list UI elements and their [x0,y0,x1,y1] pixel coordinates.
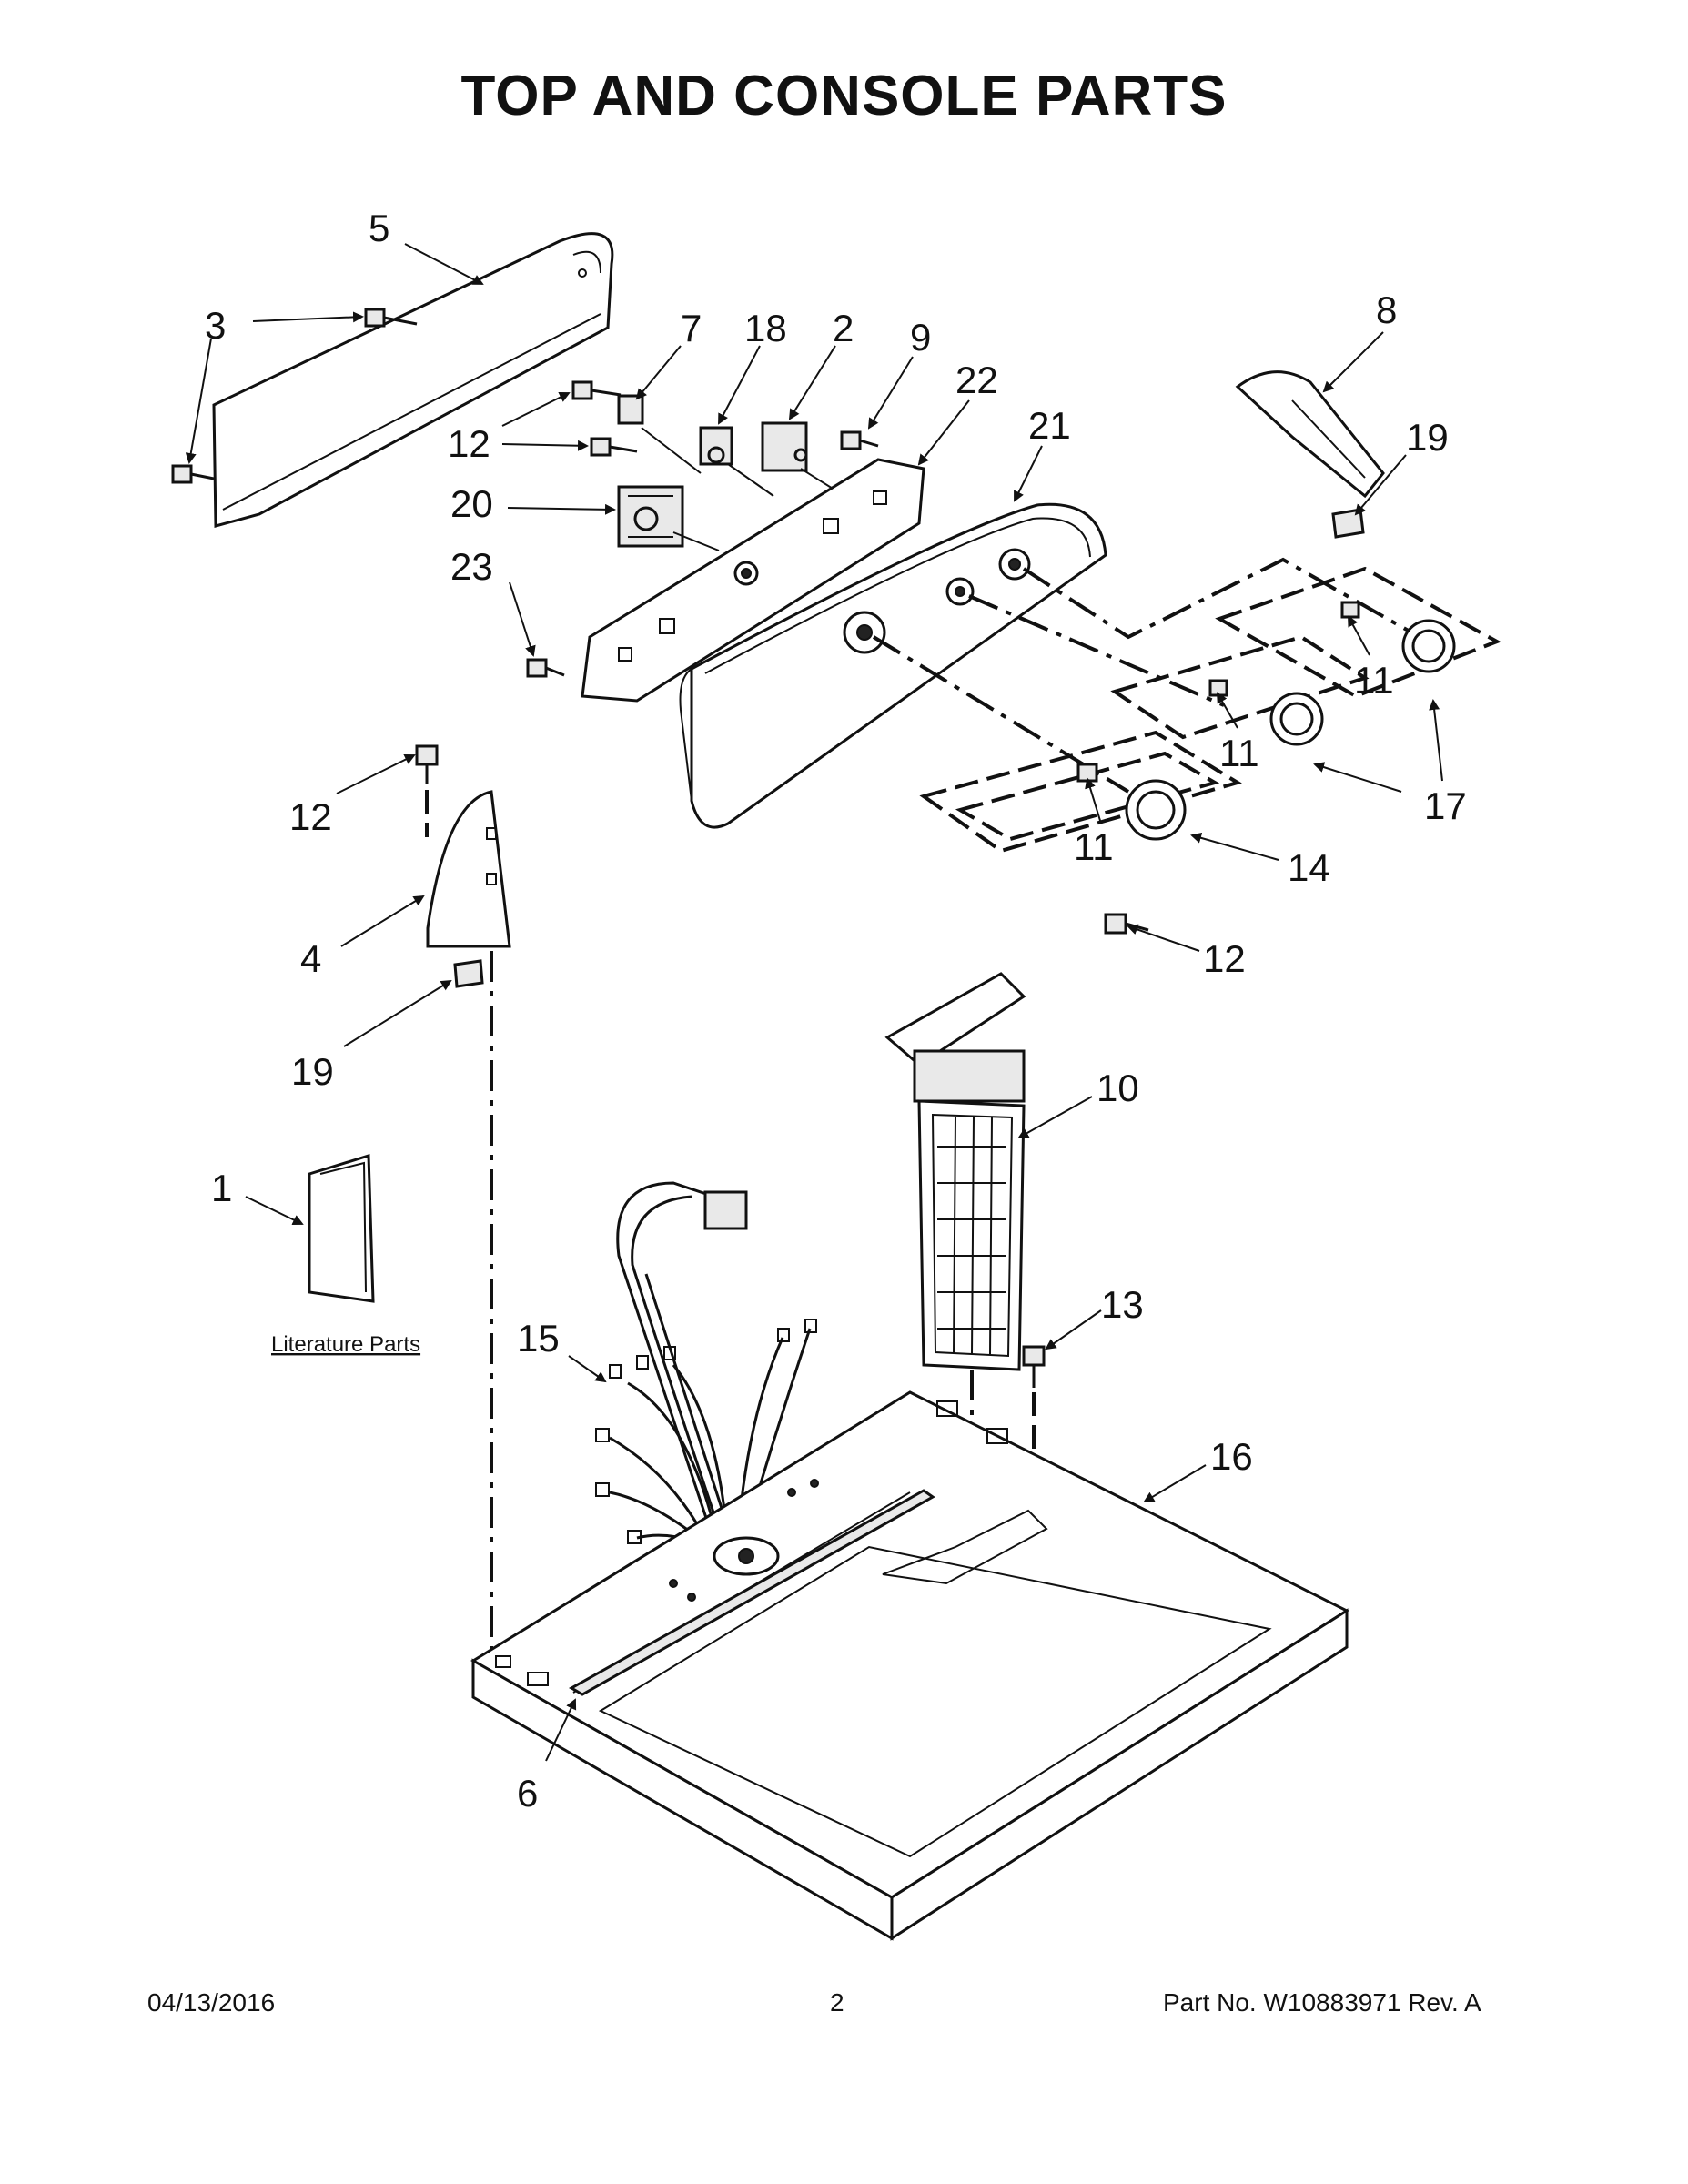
callout-12-lower-right: 12 [1203,937,1246,980]
footer-date: 04/13/2016 [147,1988,276,2017]
callout-12-left: 12 [289,795,332,838]
callout-7: 7 [681,307,702,349]
console-21 [679,502,1107,829]
screw-9 [840,430,879,450]
knob-group-17 [1110,634,1370,746]
callout-10: 10 [1097,1067,1139,1109]
callout-1: 1 [211,1167,232,1209]
callout-4: 4 [300,937,321,980]
callout-9: 9 [910,316,931,359]
screw-23 [526,658,565,678]
callout-6: 6 [517,1772,538,1815]
end-cap-8 [1235,370,1385,499]
callout-12-upper: 12 [448,422,490,465]
callout-15: 15 [517,1317,560,1360]
knob-group-top [1215,566,1501,699]
callout-19-right: 19 [1406,416,1449,459]
front-strip-6 [568,1489,935,1696]
callout-21: 21 [1028,404,1071,447]
callout-2: 2 [833,307,854,349]
screw-13 [1022,1345,1046,1388]
screw-3-upper [364,308,418,328]
end-cap-4 [426,790,511,948]
footer-part-number: Part No. W10883971 Rev. A [1163,1988,1481,2017]
clip-19-left [453,959,484,988]
callout-17: 17 [1424,784,1467,827]
screw-12-lower-right [1104,913,1149,935]
top-panel-16 [470,1390,1350,1941]
callout-16: 16 [1210,1435,1253,1478]
control-bracket-22 [581,458,925,703]
callout-13: 13 [1101,1283,1144,1326]
screw-12-upper-a [571,380,622,400]
literature-parts-label: Literature Parts [271,1332,420,1357]
page-title: TOP AND CONSOLE PARTS [460,65,1228,127]
switch-2 [761,421,808,472]
callout-11-right: 11 [1354,659,1394,702]
switch-7 [617,394,644,425]
callout-19-left: 19 [291,1050,334,1093]
callout-18: 18 [744,307,787,349]
callout-20: 20 [450,482,493,525]
footer-page-number: 2 [830,1988,844,2017]
leader-lines [185,243,1443,1762]
callout-23: 23 [450,545,493,588]
timer-20 [617,485,684,548]
screw-12-upper-b [590,437,638,457]
knob-group-14 [919,730,1242,854]
callout-labels: 5 3 12 20 23 7 18 2 9 22 21 8 19 11 11 1… [205,207,1467,1815]
clip-19-right [1331,508,1365,539]
rear-console-panel [212,232,614,528]
callout-14: 14 [1288,846,1330,889]
lint-filter-10 [884,972,1026,1371]
literature-parts [308,1153,375,1303]
screw-3-lower [171,464,215,484]
callout-11-middle: 11 [1219,732,1259,774]
callout-22: 22 [955,359,998,401]
switch-18 [699,426,733,466]
callout-8: 8 [1376,288,1397,331]
callout-11-left: 11 [1074,825,1114,868]
callout-5: 5 [369,207,389,249]
screw-12-left [415,744,439,784]
callout-3: 3 [205,304,226,347]
